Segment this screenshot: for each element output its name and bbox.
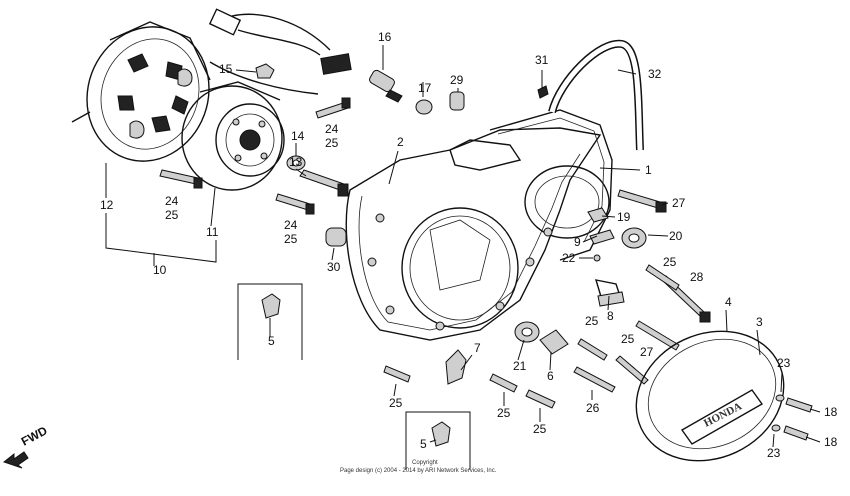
leader-21 [517, 339, 525, 361]
callout-26: 26 [586, 401, 600, 415]
callout-13: 13 [289, 155, 303, 169]
copyright-line-1: Copyright [412, 460, 438, 466]
leader-6 [549, 351, 552, 371]
bolts [383, 189, 813, 441]
callout-25: 25 [389, 396, 403, 410]
fwd-arrow [2, 451, 29, 469]
callout-5: 5 [268, 334, 275, 348]
callout-25: 25 [284, 232, 298, 246]
callout-25: 25 [621, 332, 635, 346]
callout-6: 6 [547, 369, 554, 383]
leader-23 [772, 433, 775, 448]
leader-15 [235, 69, 257, 73]
callout-19: 19 [617, 210, 631, 224]
callout-25: 25 [663, 255, 677, 269]
callout-21: 21 [513, 359, 527, 373]
callout-23: 23 [767, 446, 781, 460]
fwd-label: FWD [19, 423, 50, 448]
callout-29: 29 [450, 73, 464, 87]
callout-16: 16 [378, 30, 392, 44]
callout-28: 28 [690, 270, 704, 284]
small-parts-left [159, 63, 351, 247]
leader-8 [607, 295, 610, 311]
callout-20: 20 [669, 229, 683, 243]
honda-badge-text: HONDA [702, 400, 744, 429]
callout-4: 4 [725, 295, 732, 309]
leader-11 [210, 187, 216, 227]
flywheel-rotor [181, 81, 285, 191]
neutral-switch [369, 69, 465, 115]
callout-12: 12 [100, 198, 114, 212]
callout-31: 31 [535, 53, 549, 67]
leader-1 [599, 167, 641, 171]
copyright-line-2: Page design (c) 2004 - 2014 by ARI Netwo… [340, 468, 497, 474]
callout-numbers: 1234556789101112131415161718181920212223… [100, 30, 838, 460]
stator-housing [71, 21, 211, 162]
leader-3 [756, 329, 761, 356]
callout-9: 9 [574, 235, 581, 249]
leader-2 [388, 150, 399, 185]
callout-18: 18 [824, 435, 838, 449]
callout-2: 2 [397, 135, 404, 149]
callout-17: 17 [418, 81, 432, 95]
callout-25: 25 [497, 406, 511, 420]
callout-10: 10 [153, 263, 167, 277]
callout-11: 11 [206, 225, 219, 239]
leader-19 [601, 215, 616, 218]
callout-25: 25 [533, 422, 547, 436]
callout-5: 5 [420, 437, 427, 451]
breather-tube [537, 39, 644, 151]
callout-14: 14 [291, 129, 305, 143]
seal-and-clamps [445, 321, 569, 385]
wire-harness [208, 8, 352, 95]
callout-18: 18 [824, 405, 838, 419]
callout-25: 25 [165, 208, 179, 222]
callout-32: 32 [648, 67, 662, 81]
leader-20 [647, 234, 669, 237]
callout-15: 15 [219, 62, 233, 76]
leader-23 [780, 371, 783, 393]
leader-9 [582, 235, 598, 243]
callout-24: 24 [284, 218, 298, 232]
bracket-lines [105, 213, 217, 266]
callout-24: 24 [165, 194, 179, 208]
callout-24: 24 [325, 122, 339, 136]
callout-1: 1 [645, 163, 652, 177]
side-cover [635, 330, 785, 462]
shift-parts [587, 207, 647, 307]
callout-25: 25 [585, 314, 599, 328]
callout-7: 7 [474, 341, 481, 355]
left-crankcase-cover [345, 127, 610, 341]
leader-7 [460, 354, 473, 371]
callout-23: 23 [777, 356, 791, 370]
callout-30: 30 [327, 260, 341, 274]
callout-25: 25 [325, 136, 339, 150]
callout-leaders [105, 45, 783, 448]
extra-leaders [331, 69, 821, 443]
callout-22: 22 [562, 251, 576, 265]
callout-3: 3 [756, 315, 763, 329]
callout-27: 27 [640, 345, 654, 359]
inset-boxes [237, 283, 471, 470]
leader-13 [295, 168, 307, 177]
leader-4 [725, 309, 728, 333]
callout-8: 8 [607, 309, 614, 323]
callout-27: 27 [672, 196, 686, 210]
